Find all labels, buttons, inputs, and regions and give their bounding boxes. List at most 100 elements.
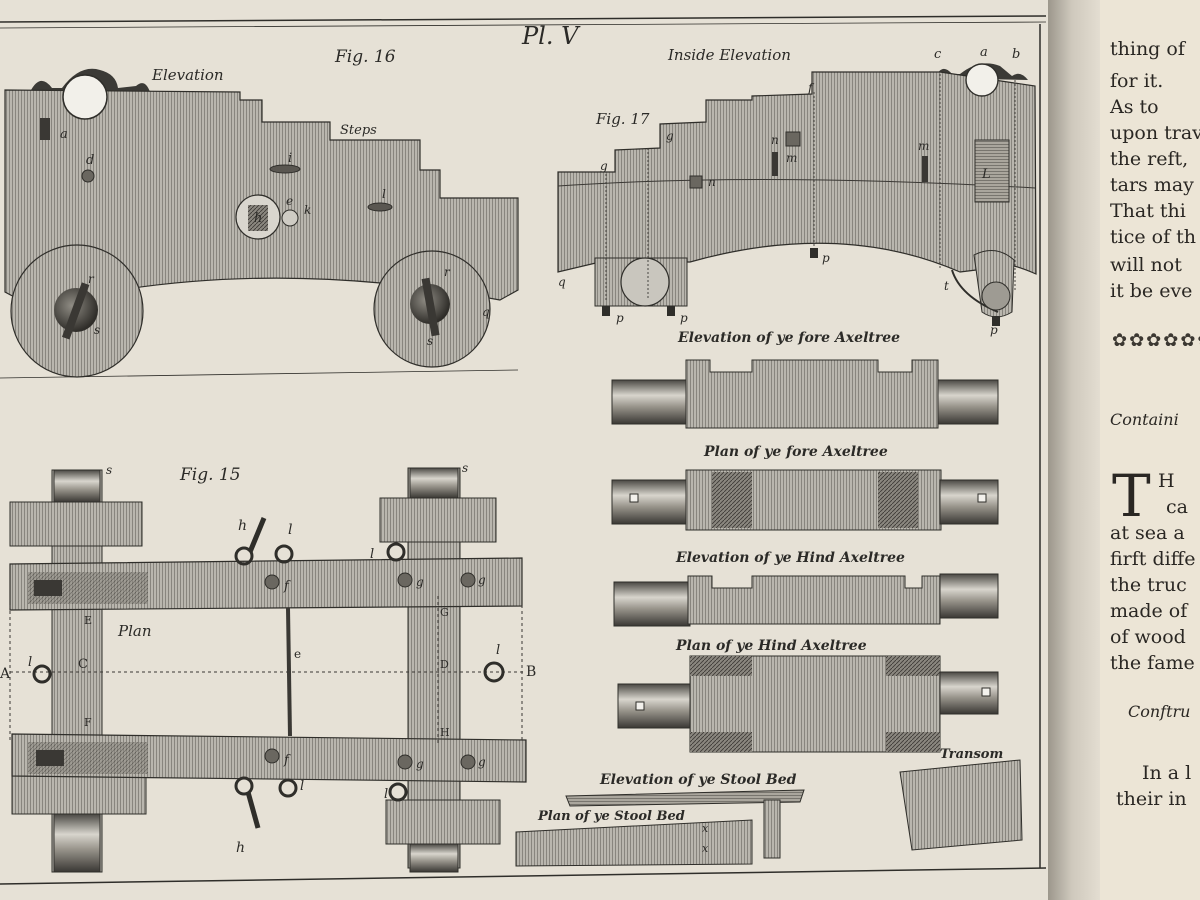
fig15-letter-A: A [0,666,11,682]
fig17-letter-p3: p [822,251,830,265]
fig15-letter-g2: g [478,573,486,587]
fig17-bracket [557,71,1037,275]
plate-number: Pl. V [521,22,581,50]
fig15-letter-E: E [84,614,92,627]
facing-line-4: upon trav [1110,122,1200,144]
fig16-letter-d: d [86,153,94,168]
fig15-letter-l5: l [300,779,304,794]
facing-line-9: will not [1110,254,1182,276]
fig17-letter-a: a [980,45,988,60]
hind-axletree-elevation: Elevation of ye Hind Axeltree [613,550,999,627]
ornament-rule: ✿✿✿✿✿✿ [1112,330,1200,351]
fig17-title: Inside Elevation [667,46,791,64]
fig16-letter-l: l [382,187,386,201]
stool-bed-plan: Plan of ye Stool Bed x x [515,809,753,867]
fig15-letter-h1: h [238,518,247,534]
transom-title: Transom [940,747,1003,762]
fig17-letter-p1: p [616,311,624,325]
fig17-letter-p2: p [680,311,688,325]
fig15-letter-G: G [440,606,449,619]
fig16-fore-truck: r s [10,244,144,378]
hind-axletree-plan: Plan of ye Hind Axeltree [617,638,999,753]
fig16-letter-e: e [286,194,293,208]
fig15-letter-l4: l [496,643,500,658]
fig16-hind-truck: r s q [373,250,491,368]
fig15-letter-l2: l [370,547,374,562]
fig16-elevation-title: Elevation [151,66,224,84]
stool-letter-x2: x [702,842,709,855]
fig15-letter-e: e [294,647,301,661]
fig15-letter-f2: f [283,753,291,768]
fig15-letter-g4: g [478,755,486,769]
fig17-letter-p4: p [990,323,998,337]
fig17-letter-m1: m [786,151,797,165]
fig17-letter-g2: g [666,129,674,143]
facing-body-1: at sea a [1110,522,1185,544]
facing-body-6: the fame [1110,652,1195,674]
fig16-side-elevation: Fig. 16 Elevation Steps a d i h e k l r … [4,47,519,378]
facing-line-7: That thi [1110,200,1186,222]
plate-frame [0,15,1047,885]
facing-line-2: for it. [1110,70,1164,92]
fig15-letter-D: D [440,658,449,671]
fig15-letter-F: F [84,716,92,729]
fig15-letter-g1: g [416,575,424,589]
fig15-letter-l1: l [288,522,292,538]
fig17-letter-m2: m [918,139,929,153]
fig16-letter-s2: s [427,334,433,348]
plan-fore-title: Plan of ye fore Axeltree [703,444,888,460]
fig17-letter-q: q [558,275,566,289]
fig17-letter-L: L [981,167,991,182]
fig17-letter-t: t [944,279,949,293]
fig16-steps-label: Steps [340,123,377,138]
fore-axletree-plan: Plan of ye fore Axeltree [611,444,999,531]
fig16-letter-i: i [288,151,292,166]
fig17-inside-elevation: Inside Elevation Fig. 17 c a b f g g n [557,45,1037,337]
facing-line-5: the reft, [1110,148,1189,170]
fig17-letter-n2: n [708,175,716,189]
fig16-label: Fig. 16 [334,47,396,67]
elev-fore-title: Elevation of ye fore Axeltree [677,330,900,346]
fig15-letter-f1: f [283,579,291,594]
facing-body-5: of wood [1110,626,1186,648]
elev-stool-title: Elevation of ye Stool Bed [599,772,797,788]
facing-para2-2: their in [1116,788,1187,810]
elev-hind-title: Elevation of ye Hind Axeltree [675,550,905,566]
fig17-label: Fig. 17 [595,110,650,128]
fig15-letter-H: H [440,726,450,739]
fig15-letter-s1: s [106,463,112,477]
plan-stool-title: Plan of ye Stool Bed [537,809,685,824]
stool-bed-elevation: Elevation of ye Stool Bed [565,772,805,859]
fig17-letter-b: b [1012,47,1020,62]
fig15-label: Fig. 15 [179,465,241,485]
fig15-letter-s2: s [462,461,468,475]
fig17-letter-g1: g [600,159,608,173]
drop-cap: T [1112,462,1151,530]
facing-line-8: tice of th [1110,226,1197,248]
plan-hind-title: Plan of ye Hind Axeltree [675,638,867,654]
fig16-letter-q: q [482,305,490,319]
facing-heading: Containi [1110,410,1179,429]
book-gutter [1048,0,1108,900]
stool-letter-x1: x [702,822,709,835]
fig15-letter-B: B [526,664,536,680]
fig15-letter-C: C [78,657,88,672]
fig16-letter-r1: r [88,272,95,286]
facing-subhead: Conftru [1128,702,1191,721]
drop-cap-line-1: H [1158,470,1175,492]
fig16-letter-a: a [60,127,68,142]
facing-body-3: the truc [1110,574,1187,596]
fig16-letter-r2: r [444,265,451,279]
facing-line-10: it be eve [1110,280,1193,302]
fore-axletree-elevation: Elevation of ye fore Axeltree [611,330,999,429]
fig17-letter-c: c [934,47,942,62]
fig15-letter-l6: l [384,787,388,802]
fig17-letter-n1: n [771,133,779,147]
transom: Transom [899,747,1023,851]
facing-line-3: As to [1110,96,1159,118]
facing-page [1100,0,1200,900]
fig15-plan: Fig. 15 Plan [0,461,536,873]
facing-para2-1: In a l [1142,762,1192,784]
fig17-letter-f: f [807,81,815,95]
